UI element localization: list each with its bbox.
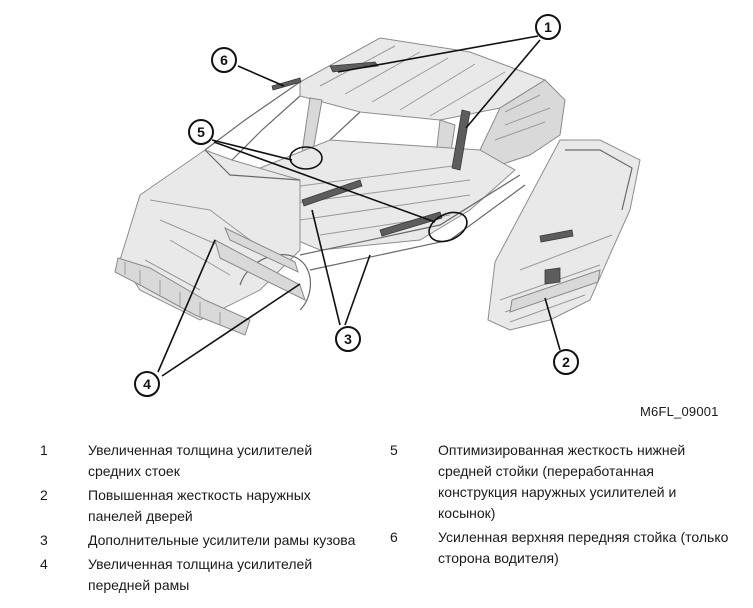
car-body-structure — [114, 37, 641, 336]
svg-text:5: 5 — [197, 124, 205, 140]
legend-right-column: 5 Оптимизированная жесткость нижней сред… — [390, 440, 730, 572]
svg-text:2: 2 — [562, 354, 570, 370]
legend-number: 1 — [40, 442, 48, 458]
callout-4: 4 — [134, 371, 160, 397]
legend-number: 2 — [40, 487, 48, 503]
figure-code: M6FL_09001 — [640, 404, 719, 419]
callout-1: 1 — [535, 14, 561, 40]
callout-5: 5 — [188, 119, 214, 145]
legend-item-1: 1 Увеличенная толщина усилителей средних… — [40, 440, 360, 482]
svg-text:1: 1 — [544, 19, 552, 35]
legend-number: 5 — [390, 442, 398, 458]
leader-lines — [157, 35, 561, 377]
legend-number: 6 — [390, 529, 398, 545]
legend-number: 3 — [40, 532, 48, 548]
legend-item-3: 3 Дополнительные усилители рамы кузова — [40, 530, 360, 551]
legend-text: Дополнительные усилители рамы кузова — [88, 532, 356, 548]
legend-text: Повышенная жесткость наружных панелей дв… — [88, 487, 311, 524]
legend-text: Увеличенная толщина усилителей средних с… — [88, 442, 313, 479]
svg-text:6: 6 — [220, 52, 228, 68]
car-body-diagram: 1 2 3 4 5 6 — [114, 14, 641, 397]
callout-6: 6 — [211, 47, 237, 73]
svg-text:4: 4 — [143, 376, 151, 392]
legend-text: Оптимизированная жесткость нижней средне… — [438, 442, 686, 521]
legend-item-6: 6 Усиленная верхняя передняя стойка (тол… — [390, 527, 730, 569]
legend-item-2: 2 Повышенная жесткость наружных панелей … — [40, 485, 360, 527]
legend-item-4: 4 Увеличенная толщина усилителей передне… — [40, 554, 360, 596]
callout-3: 3 — [335, 326, 361, 352]
legend-number: 4 — [40, 556, 48, 572]
legend-text: Усиленная верхняя передняя стойка (тольк… — [438, 529, 729, 566]
legend-item-5: 5 Оптимизированная жесткость нижней сред… — [390, 440, 730, 524]
callout-2: 2 — [553, 349, 579, 375]
legend-left-column: 1 Увеличенная толщина усилителей средних… — [40, 440, 360, 599]
svg-text:3: 3 — [344, 331, 352, 347]
legend-text: Увеличенная толщина усилителей передней … — [88, 556, 313, 593]
